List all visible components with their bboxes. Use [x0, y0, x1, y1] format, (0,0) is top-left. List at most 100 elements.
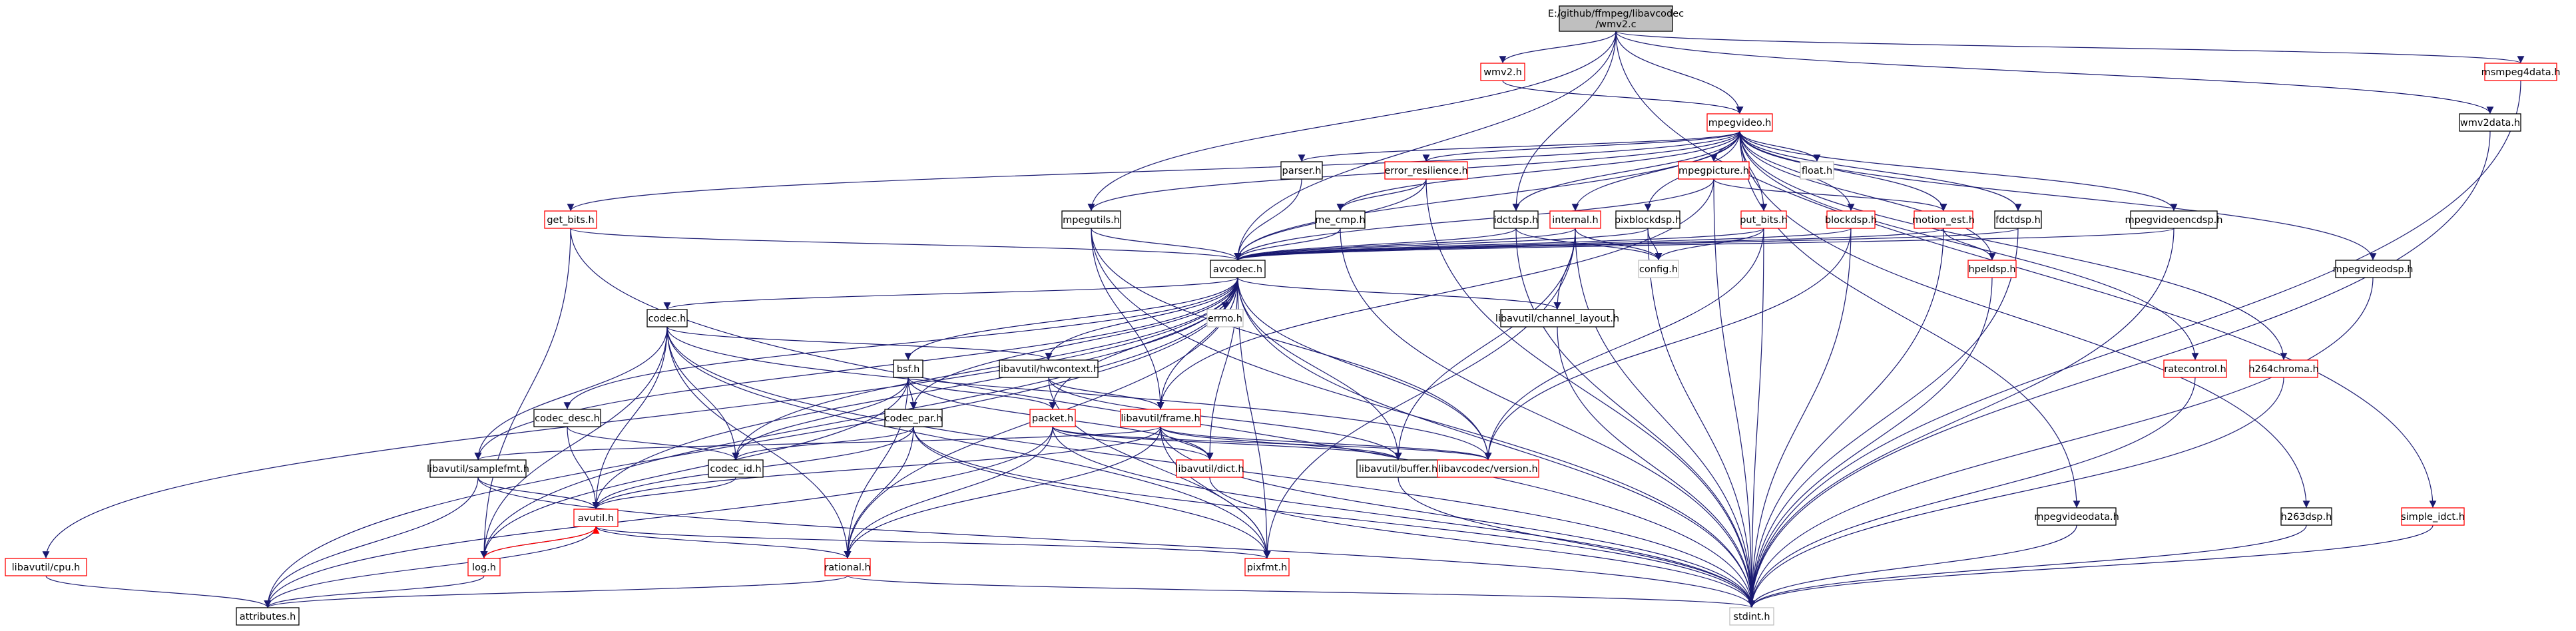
- node-channel-layout[interactable]: libavutil/channel_layout.h: [1495, 309, 1619, 327]
- node-fdctdsp[interactable]: fdctdsp.h: [1994, 210, 2042, 229]
- edge-mpegvideodsp-to-stdint: [1748, 277, 2374, 608]
- node-label: log.h: [472, 562, 496, 573]
- node-label: libavutil/channel_layout.h: [1495, 314, 1619, 324]
- node-dict[interactable]: libavutil/dict.h: [1175, 459, 1244, 478]
- node-packet[interactable]: packet.h: [1029, 409, 1076, 427]
- node-internal[interactable]: internal.h: [1549, 210, 1601, 229]
- node-put-bits[interactable]: put_bits.h: [1740, 210, 1788, 229]
- node-float[interactable]: float.h: [1800, 161, 1834, 180]
- node-box: [1120, 409, 1201, 427]
- edge-mpegvideo-to-fdctdsp: [1739, 130, 2022, 212]
- node-mpegutils[interactable]: mpegutils.h: [1061, 210, 1121, 229]
- edge-samplefmt-to-stdint: [477, 477, 1756, 608]
- node-pixblockdsp[interactable]: pixblockdsp.h: [1615, 210, 1681, 229]
- edge-blockdsp-to-version: [1484, 228, 1852, 461]
- edge-root-to-wmv2data: [1615, 31, 2494, 114]
- edge-mpegvideo-to-blockdsp: [1739, 130, 1855, 212]
- edge-rational-to-attributes: [264, 575, 848, 608]
- node-hwcontext[interactable]: libavutil/hwcontext.h: [998, 359, 1099, 378]
- node-pixfmt[interactable]: pixfmt.h: [1244, 558, 1290, 576]
- node-mpegvideo[interactable]: mpegvideo.h: [1706, 113, 1773, 132]
- node-codec-id[interactable]: codec_id.h: [708, 459, 764, 478]
- node-error-resilience[interactable]: error_resilience.h: [1384, 161, 1468, 180]
- edge-ratecontrol-to-stdint: [1748, 377, 2196, 608]
- node-log[interactable]: log.h: [467, 558, 501, 576]
- node-mpegpicture[interactable]: mpegpicture.h: [1678, 161, 1750, 180]
- node-mpegvideodsp[interactable]: mpegvideodsp.h: [2333, 260, 2414, 278]
- node-label: stdint.h: [1733, 612, 1770, 622]
- node-cpu[interactable]: libavutil/cpu.h: [5, 558, 87, 576]
- node-label: bsf.h: [897, 364, 920, 375]
- edge-codec-to-hwcontext: [666, 326, 1053, 361]
- node-samplefmt[interactable]: libavutil/samplefmt.h: [427, 459, 529, 478]
- node-label: attributes.h: [240, 612, 296, 622]
- node-avcodec[interactable]: avcodec.h: [1210, 260, 1266, 278]
- node-bsf[interactable]: bsf.h: [893, 359, 923, 378]
- edge-samplefmt-to-avutil: [477, 477, 600, 510]
- node-attributes[interactable]: attributes.h: [236, 607, 300, 626]
- edge-motion_est-to-hpeldsp: [1943, 228, 1996, 261]
- edge-h264chroma-to-stdint: [1748, 377, 2284, 608]
- node-errno[interactable]: errno.h: [1206, 309, 1244, 327]
- node-box: [1280, 161, 1323, 180]
- edge-log-to-attributes: [264, 575, 485, 608]
- edge-avcodec-to-codec: [663, 277, 1238, 310]
- node-layer: E:/github/ffmpeg/libavcodec/wmv2.cwmv2.h…: [5, 5, 2561, 626]
- node-label: libavutil/buffer.h: [1359, 464, 1437, 475]
- node-avutil[interactable]: avutil.h: [573, 509, 619, 527]
- node-codec-desc[interactable]: codec_desc.h: [533, 409, 601, 427]
- node-box: [1729, 607, 1774, 626]
- node-rational[interactable]: rational.h: [824, 558, 871, 576]
- node-box: [1029, 409, 1076, 427]
- node-wmv2data[interactable]: wmv2data.h: [2459, 113, 2521, 132]
- edge-mpegvideo-to-get_bits: [567, 130, 1740, 212]
- edge-root-to-simple_idct: [1615, 31, 2437, 509]
- node-h264chroma[interactable]: h264chroma.h: [2248, 359, 2319, 378]
- edge-msmpeg4data-to-stdint: [1748, 80, 2521, 608]
- edge-avcodec-to-pixfmt: [1237, 277, 1271, 559]
- node-idctdsp[interactable]: idctdsp.h: [1493, 210, 1539, 229]
- node-mpegvideoencdsp[interactable]: mpegvideoencdsp.h: [2125, 210, 2223, 229]
- node-simple-idct[interactable]: simple_idct.h: [2401, 507, 2465, 526]
- node-box: [1638, 260, 1679, 278]
- node-msmpeg4data[interactable]: msmpeg4data.h: [2481, 63, 2561, 81]
- node-label: codec_id.h: [710, 464, 761, 475]
- node-codec-par[interactable]: codec_par.h: [884, 409, 943, 427]
- node-label: mpegpicture.h: [1678, 166, 1749, 176]
- edge-codec-to-pixfmt: [666, 326, 1271, 559]
- edge-codec_desc-to-avutil: [567, 426, 600, 510]
- edge-mpegpicture-to-avcodec: [1234, 178, 1714, 261]
- edge-idctdsp-to-avcodec: [1234, 228, 1517, 261]
- node-version[interactable]: libavcodec/version.h: [1437, 459, 1539, 478]
- node-codec[interactable]: codec.h: [646, 309, 688, 327]
- node-buffer[interactable]: libavutil/buffer.h: [1356, 459, 1440, 478]
- node-stdint[interactable]: stdint.h: [1729, 607, 1774, 626]
- node-box: [1437, 459, 1539, 478]
- node-me-cmp[interactable]: me_cmp.h: [1315, 210, 1366, 229]
- edge-codec-to-avutil: [592, 326, 668, 510]
- node-mpegvideodata[interactable]: mpegvideodata.h: [2034, 507, 2119, 526]
- node-blockdsp[interactable]: blockdsp.h: [1825, 210, 1877, 229]
- node-h263dsp[interactable]: h263dsp.h: [2280, 507, 2332, 526]
- node-label: libavutil/dict.h: [1175, 464, 1244, 475]
- edge-mpegvideo-to-parser: [1298, 130, 1740, 162]
- node-config[interactable]: config.h: [1638, 260, 1679, 278]
- edge-buffer-to-stdint: [1398, 477, 1756, 608]
- node-hpeldsp[interactable]: hpeldsp.h: [1967, 260, 2017, 278]
- node-box: [2037, 507, 2117, 526]
- node-motion-est[interactable]: motion_est.h: [1912, 210, 1975, 229]
- edge-packet-to-buffer: [1052, 426, 1402, 461]
- edge-get_bits-to-log: [480, 228, 571, 559]
- node-box: [1244, 558, 1290, 576]
- node-box: [1384, 161, 1468, 180]
- node-wmv2[interactable]: wmv2.h: [1480, 63, 1525, 81]
- node-label: packet.h: [1032, 413, 1073, 424]
- edge-mpegvideo-to-h264chroma: [1739, 130, 2288, 361]
- edge-mpegutils-to-stdint: [1091, 228, 1756, 608]
- node-parser[interactable]: parser.h: [1280, 161, 1323, 180]
- edge-bsf-to-codec_id: [732, 377, 909, 461]
- edge-avcodec-to-attributes: [264, 277, 1238, 608]
- node-frame[interactable]: libavutil/frame.h: [1120, 409, 1201, 427]
- node-get-bits[interactable]: get_bits.h: [544, 210, 597, 229]
- node-ratecontrol[interactable]: ratecontrol.h: [2163, 359, 2227, 378]
